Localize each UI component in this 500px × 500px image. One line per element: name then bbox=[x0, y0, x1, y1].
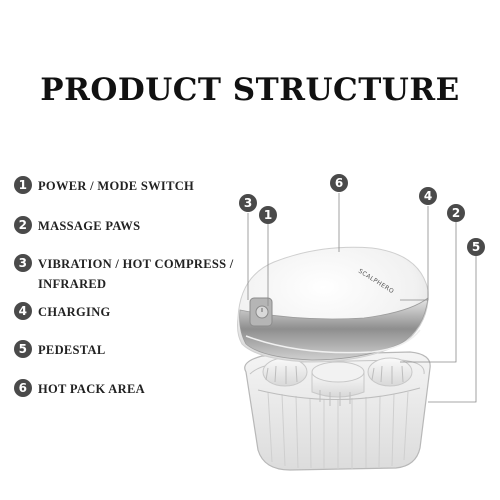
number-badge-icon: 3 bbox=[14, 254, 32, 272]
callout-2: 2 bbox=[452, 206, 460, 220]
legend-label: CHARGING bbox=[38, 305, 111, 319]
callout-badges: 6 3 1 4 2 5 bbox=[239, 174, 485, 256]
legend-item-3: 3 VIBRATION / HOT COMPRESS / INFRARED bbox=[14, 254, 234, 294]
legend-label: HOT PACK AREA bbox=[38, 382, 145, 396]
legend-label: MASSAGE PAWS bbox=[38, 219, 141, 233]
callout-4: 4 bbox=[424, 189, 432, 203]
callout-lines bbox=[247, 193, 477, 403]
callout-3: 3 bbox=[244, 196, 252, 210]
number-badge-icon: 2 bbox=[14, 216, 32, 234]
massager-body: SCALPHERO bbox=[237, 246, 429, 363]
number-badge-icon: 6 bbox=[14, 379, 32, 397]
legend-label: POWER / MODE SWITCH bbox=[38, 179, 195, 193]
legend-item-2: 2 MASSAGE PAWS bbox=[14, 216, 140, 236]
callout-6: 6 bbox=[335, 176, 343, 190]
massage-paws bbox=[262, 357, 413, 406]
legend-label: VIBRATION / HOT COMPRESS / bbox=[38, 257, 234, 271]
number-badge-icon: 5 bbox=[14, 340, 32, 358]
legend-item-6: 6 HOT PACK AREA bbox=[14, 379, 145, 399]
legend-item-1: 1 POWER / MODE SWITCH bbox=[14, 176, 194, 196]
callout-5: 5 bbox=[472, 240, 480, 254]
legend-item-5: 5 PEDESTAL bbox=[14, 340, 105, 360]
page-title: PRODUCT STRUCTURE bbox=[40, 72, 460, 108]
callout-1: 1 bbox=[264, 208, 272, 222]
number-badge-icon: 4 bbox=[14, 302, 32, 320]
legend-item-4: 4 CHARGING bbox=[14, 302, 111, 322]
number-badge-icon: 1 bbox=[14, 176, 32, 194]
legend-label: INFRARED bbox=[38, 277, 107, 291]
legend-label: PEDESTAL bbox=[38, 343, 106, 357]
